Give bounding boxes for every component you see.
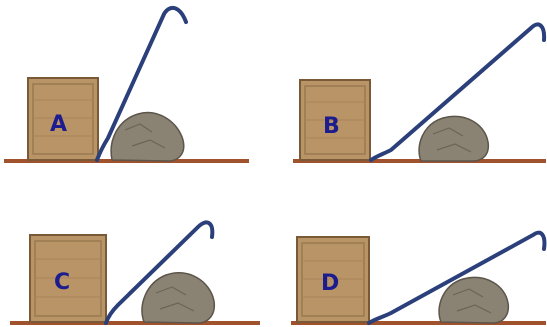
panel-a: A (0, 0, 273, 163)
rock (439, 277, 508, 323)
panel-b: B (273, 0, 546, 163)
rock (111, 113, 184, 161)
crate: C (30, 235, 106, 322)
panel-label: D (321, 271, 339, 296)
panel-label: C (54, 270, 70, 295)
panel-label: A (50, 112, 67, 137)
panel-d: D (273, 163, 546, 326)
rock (142, 273, 214, 323)
rock (419, 116, 488, 161)
panel-label: B (323, 114, 340, 139)
crate: A (28, 78, 98, 160)
crate: D (297, 237, 369, 322)
crate: B (300, 80, 370, 160)
panel-c: C (0, 163, 273, 326)
